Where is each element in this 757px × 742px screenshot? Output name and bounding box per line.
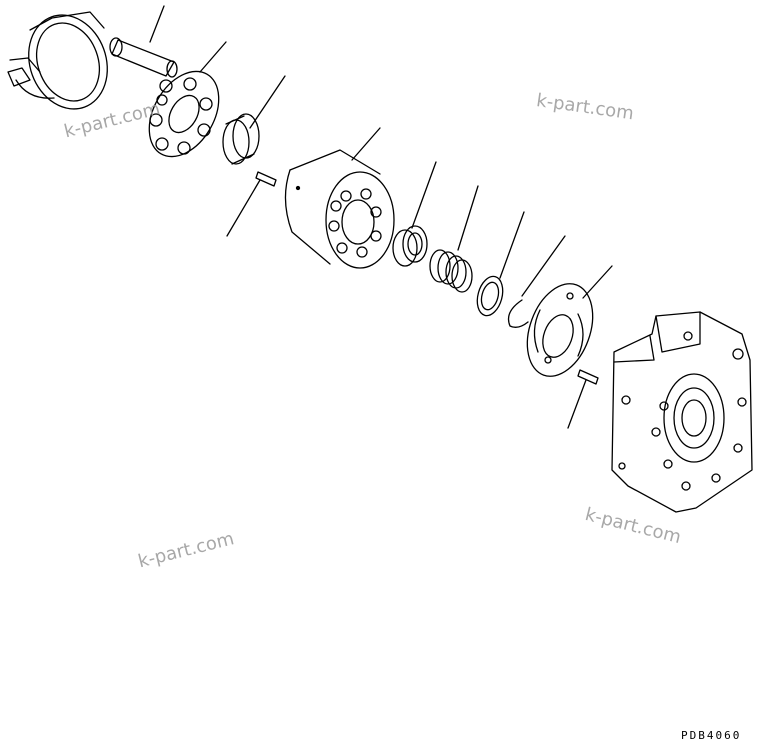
washer [476, 275, 504, 317]
valve-plate [526, 283, 594, 377]
small-pin-2 [577, 369, 599, 385]
swash-plate [7, 11, 108, 110]
bushing [222, 113, 260, 165]
bearing-ring [392, 225, 428, 267]
housing [611, 311, 753, 513]
spring [429, 249, 473, 293]
leader-lines [149, 5, 613, 429]
shaft-pin [109, 37, 178, 78]
snap-ring [507, 299, 529, 328]
drawing-code: PDB4060 [681, 729, 742, 742]
cylinder-block [284, 149, 395, 269]
retainer-plate [148, 70, 220, 158]
small-pin-1 [255, 171, 277, 187]
